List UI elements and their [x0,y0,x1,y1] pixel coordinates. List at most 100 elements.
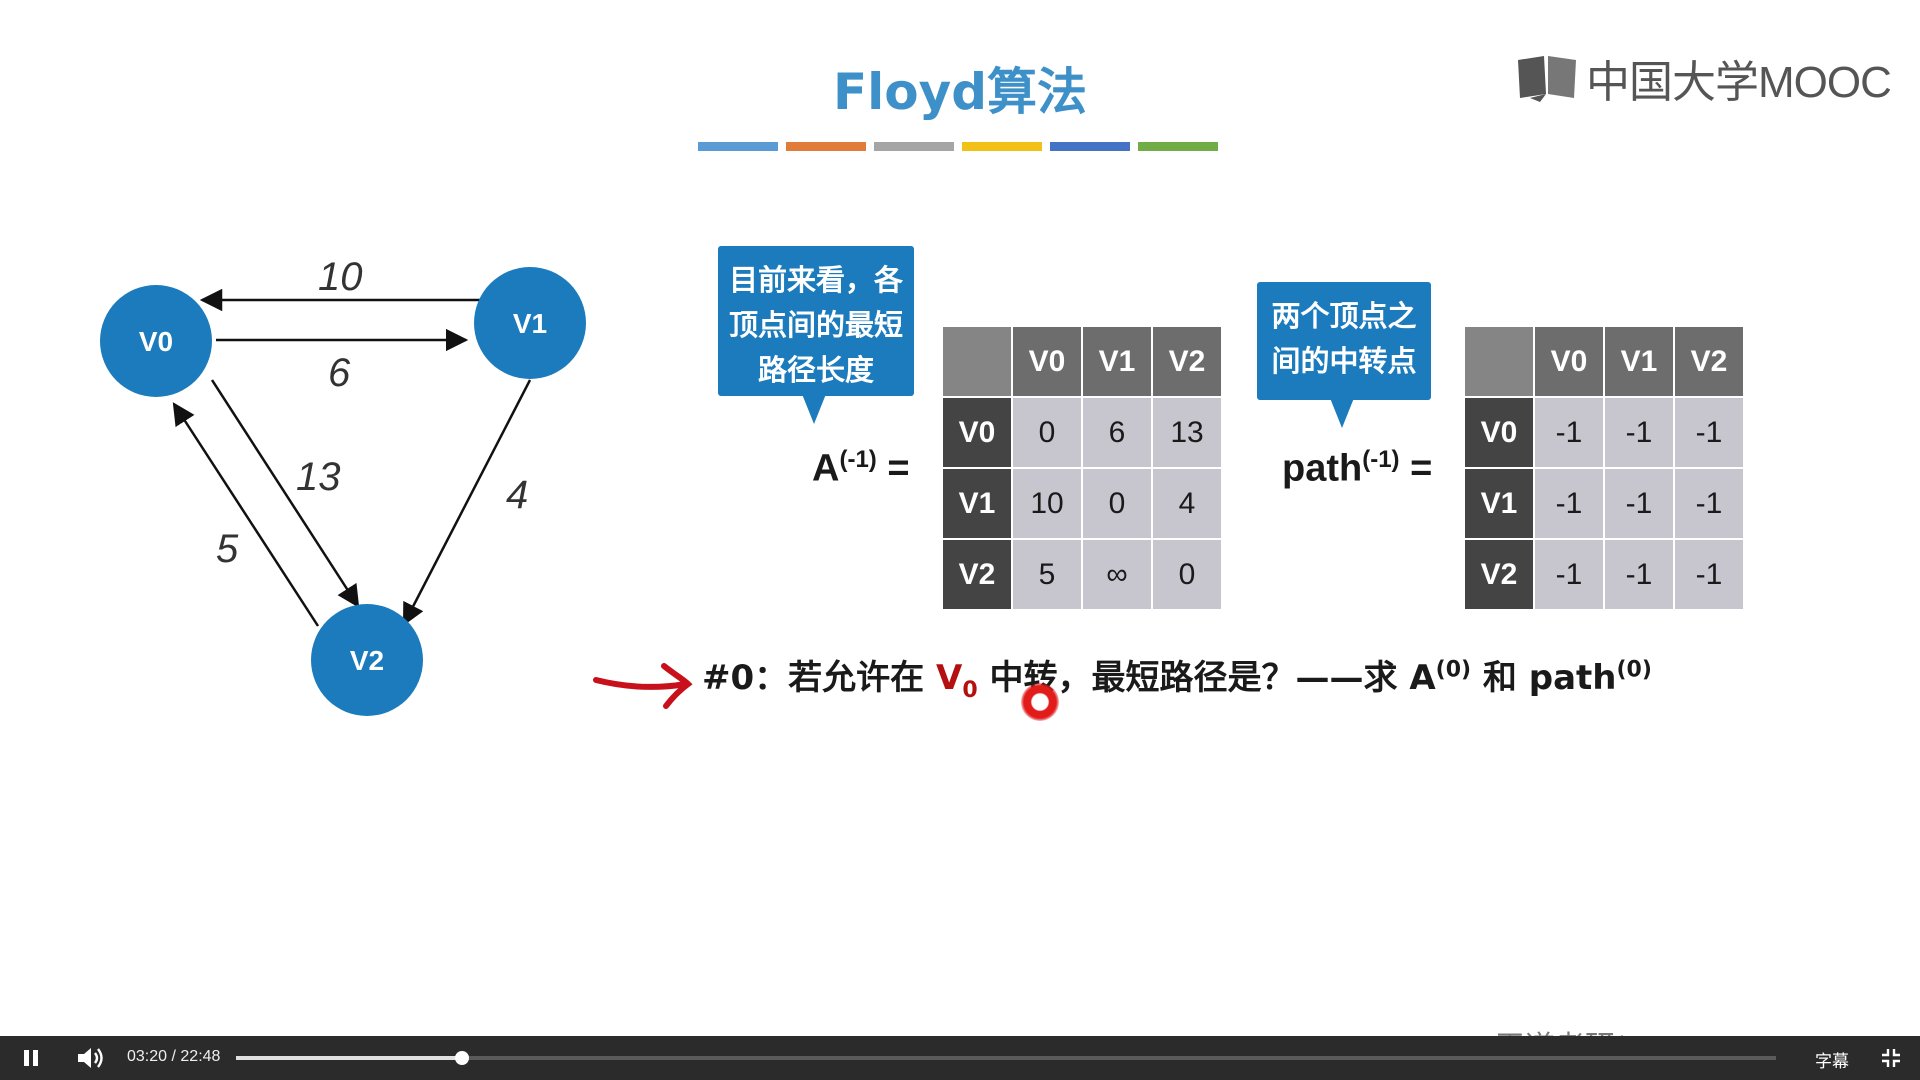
slide-title: Floyd算法 [832,63,1088,121]
col-header: V0 [1013,327,1081,396]
matrix-path-equals: = [1410,447,1433,490]
matrix-cell: 13 [1153,398,1221,467]
table-row: V0 0 6 13 [943,398,1221,467]
matrix-cell: -1 [1535,540,1603,609]
video-player-bar: 03:20 / 22:48 字幕 [0,1036,1920,1080]
question-vertex-sub: 0 [962,677,978,703]
time-separator: / [171,1048,176,1065]
matrix-cell: 6 [1083,398,1151,467]
matrix-a-label: A(-1) = [812,446,910,491]
matrix-corner [1465,327,1533,396]
edge-weight-v0-v2: 13 [296,455,341,499]
matrix-cell: -1 [1675,540,1743,609]
row-header: V1 [1465,469,1533,538]
callout-path-explanation: 两个顶点之间的中转点 [1257,282,1431,428]
matrix-a-equals: = [887,447,910,490]
matrix-cell: 5 [1013,540,1081,609]
matrix-cell: 0 [1013,398,1081,467]
speaker-icon [78,1048,103,1068]
color-bar-segment [874,142,954,151]
edge-v2-v0 [172,402,320,627]
question-a-base: A [1409,658,1436,698]
laser-pointer-dot [1021,683,1059,721]
callout-distance-explanation: 目前来看，各顶点间的最短路径长度 [718,246,914,424]
row-header: V0 [943,398,1011,467]
matrix-cell: -1 [1605,540,1673,609]
row-header: V1 [943,469,1011,538]
matrix-a-label-base: A [812,447,840,490]
color-bar-segment [1050,142,1130,151]
mooc-logo: 中国大学MOOC [1516,46,1892,110]
color-bar-segment [962,142,1042,151]
edge-weight-v1-v0: 10 [318,255,363,299]
path-matrix: V0 V1 V2 V0 -1 -1 -1 V1 -1 -1 -1 V2 -1 -… [1463,325,1745,611]
matrix-cell: -1 [1675,398,1743,467]
progress-bar[interactable] [236,1051,1776,1065]
row-header: V0 [1465,398,1533,467]
question-vertex-base: V [935,658,963,698]
directed-graph: 10 6 13 4 5 V0 V1 V2 [100,255,586,716]
exit-fullscreen-button[interactable] [1880,1047,1902,1069]
total-time: 22:48 [180,1048,221,1065]
progress-handle[interactable] [454,1051,469,1065]
edge-weight-v0-v1: 6 [328,351,351,395]
title-color-bar [698,142,1218,151]
time-display: 03:20 / 22:48 [127,1048,220,1066]
matrix-cell: -1 [1535,469,1603,538]
question-vertex: V0 [935,658,978,703]
question-path-base: path [1528,658,1617,698]
edge-v0-v2 [210,379,360,608]
matrix-a-label-sup: (-1) [839,446,877,473]
col-header: V1 [1605,327,1673,396]
edge-v1-v2 [402,379,532,626]
slide: Floyd算法 中国大学MOOC 10 6 13 4 [100,46,1892,1036]
node-v0: V0 [100,285,212,397]
volume-button[interactable] [76,1045,106,1071]
matrix-corner [943,327,1011,396]
row-header: V2 [1465,540,1533,609]
distance-matrix: V0 V1 V2 V0 0 6 13 V1 10 0 4 V2 5 ∞ 0 [941,325,1223,611]
col-header: V2 [1675,327,1743,396]
matrix-cell: -1 [1605,469,1673,538]
matrix-cell: 10 [1013,469,1081,538]
pause-icon [33,1050,38,1066]
callout-text: 两个顶点之间的中转点 [1271,299,1417,378]
question-path-sup: (0) [1616,657,1652,683]
color-bar-segment [698,142,778,151]
table-row: V1 -1 -1 -1 [1465,469,1743,538]
col-header: V1 [1083,327,1151,396]
matrix-cell: 4 [1153,469,1221,538]
subtitle-button[interactable]: 字幕 [1815,1052,1849,1071]
red-arrow-annotation [593,663,693,709]
svg-text:V1: V1 [513,308,547,339]
question-text: #0：若允许在 V0 中转，最短路径是？——求 A(0) 和 path(0) [702,650,1652,703]
matrix-cell: -1 [1675,469,1743,538]
matrix-path-label-base: path [1282,447,1363,490]
svg-text:V2: V2 [350,645,384,676]
table-row: V2 5 ∞ 0 [943,540,1221,609]
question-a-sup: (0) [1435,657,1472,683]
table-row: V2 -1 -1 -1 [1465,540,1743,609]
exit-fullscreen-icon [1882,1049,1900,1067]
table-row: V0 -1 -1 -1 [1465,398,1743,467]
node-v2: V2 [311,604,423,716]
current-time: 03:20 [127,1048,168,1065]
matrix-cell: -1 [1605,398,1673,467]
callout-text: 目前来看，各顶点间的最短路径长度 [728,263,903,387]
matrix-cell: 0 [1153,540,1221,609]
pause-icon [24,1050,29,1066]
matrix-cell: ∞ [1083,540,1151,609]
svg-text:V0: V0 [139,326,173,357]
color-bar-segment [1138,142,1218,151]
question-prefix: #0：若允许在 [702,658,936,698]
col-header: V0 [1535,327,1603,396]
matrix-path-label: path(-1) = [1282,446,1432,491]
table-row: V1 10 0 4 [943,469,1221,538]
pause-button[interactable] [20,1047,42,1069]
edge-weight-v1-v2: 4 [506,473,528,517]
node-v1: V1 [474,267,586,379]
matrix-cell: 0 [1083,469,1151,538]
question-middle: 中转，最短路径是？——求 [977,658,1410,698]
color-bar-segment [786,142,866,151]
edge-weight-v2-v0: 5 [216,527,239,571]
